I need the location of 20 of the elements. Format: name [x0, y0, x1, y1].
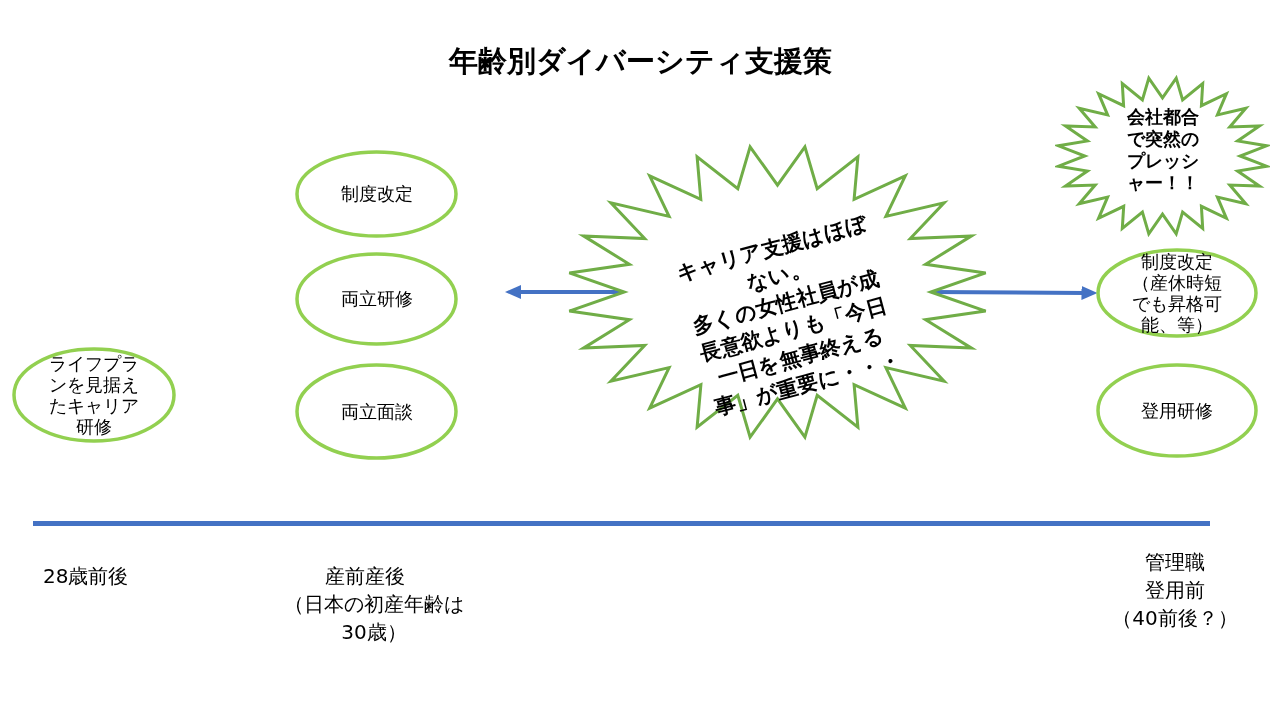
node-label: 登用研修	[1140, 399, 1214, 422]
oval-node	[12, 347, 176, 443]
node-label: 制度改定（産休時短でも昇格可能、等）	[1131, 251, 1223, 335]
age-label: （40前後？）	[1111, 605, 1239, 632]
starburst-callout	[1055, 75, 1270, 237]
oval-node	[295, 252, 458, 346]
oval-node	[295, 150, 458, 238]
node-label: 制度改定	[339, 183, 414, 205]
diagram-title: 年齢別ダイバーシティ支援策	[448, 43, 832, 80]
note-label: （日本の初産年齢は30歳）	[283, 591, 465, 646]
node-label: ライフプランを見据えたキャリア研修	[48, 353, 140, 437]
stage-label: 産前産後	[324, 563, 406, 590]
node-label: 両立研修	[339, 288, 414, 310]
oval-node	[1096, 363, 1258, 458]
oval-node	[295, 363, 458, 460]
node-label: 両立面談	[339, 400, 414, 423]
callout-text: 会社都合で突然のプレッシャー！！	[1125, 106, 1200, 194]
oval-node	[1096, 248, 1258, 338]
stage-label: 管理職登用前	[1144, 549, 1206, 604]
age-label: 28歳前後	[43, 563, 130, 590]
